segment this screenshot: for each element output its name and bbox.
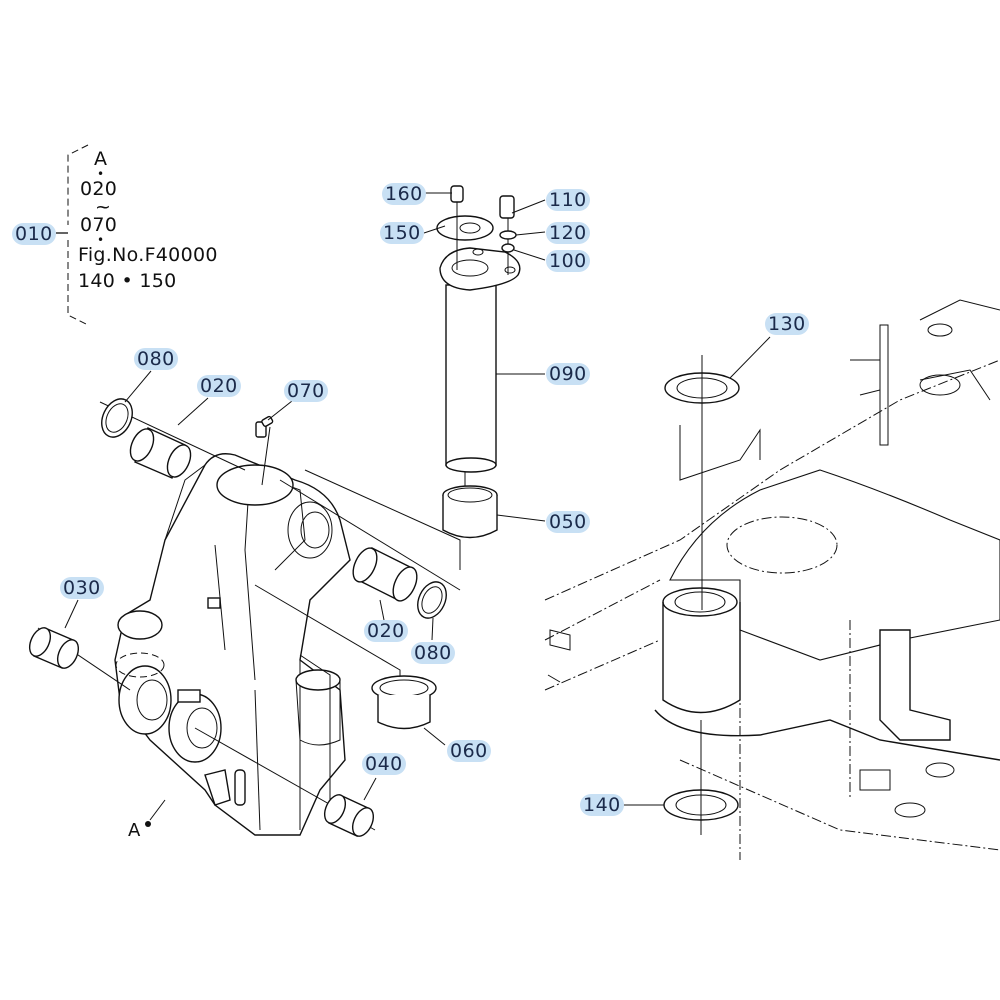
swing-bracket xyxy=(114,453,351,836)
part-160-bolt xyxy=(450,185,464,203)
note-line: ~ xyxy=(95,196,112,218)
part-120-washer xyxy=(499,230,517,240)
callout-080-lower[interactable]: 080 xyxy=(411,642,455,664)
part-080-lower xyxy=(417,581,447,619)
note-line: • xyxy=(97,167,105,181)
callout-150[interactable]: 150 xyxy=(380,222,424,244)
assembly-bracket xyxy=(56,144,89,326)
callout-110[interactable]: 110 xyxy=(546,189,590,211)
note-line: A xyxy=(94,148,108,170)
callout-060[interactable]: 060 xyxy=(447,740,491,762)
note-line: 140 • 150 xyxy=(78,270,177,292)
callout-030[interactable]: 030 xyxy=(60,577,104,599)
callout-020-lower[interactable]: 020 xyxy=(364,620,408,642)
part-100-washer xyxy=(501,243,515,253)
callout-130[interactable]: 130 xyxy=(765,313,809,335)
part-050-bushing xyxy=(442,485,498,539)
callout-100[interactable]: 100 xyxy=(546,250,590,272)
leader-lines xyxy=(64,192,771,821)
part-030-bushing xyxy=(28,627,80,669)
note-line: Fig.No.F40000 xyxy=(78,244,218,266)
assembly-note: A • 020 ~ 070 • Fig.No.F40000 140 • 150 xyxy=(78,148,228,292)
callout-040[interactable]: 040 xyxy=(362,753,406,775)
callout-120[interactable]: 120 xyxy=(546,222,590,244)
callout-070[interactable]: 070 xyxy=(284,380,328,402)
upper-frame xyxy=(544,299,1000,860)
note-line: 020 xyxy=(80,178,118,200)
part-080-upper xyxy=(101,398,133,438)
reference-point-A-label: A xyxy=(128,820,141,841)
callout-020-upper[interactable]: 020 xyxy=(197,375,241,397)
note-line: 070 xyxy=(80,214,118,236)
part-020-upper xyxy=(129,427,192,479)
part-150-plate xyxy=(436,215,494,241)
callout-090[interactable]: 090 xyxy=(546,363,590,385)
callout-140[interactable]: 140 xyxy=(580,794,624,816)
callout-050[interactable]: 050 xyxy=(546,511,590,533)
note-line: • xyxy=(97,233,105,247)
callout-160[interactable]: 160 xyxy=(382,183,426,205)
callout-010[interactable]: 010 xyxy=(12,223,56,245)
part-090-pin xyxy=(439,247,521,473)
part-060-bushing xyxy=(371,675,437,730)
part-070-grease-nipple xyxy=(255,415,274,438)
part-110-bolt xyxy=(499,195,515,219)
callout-080-upper[interactable]: 080 xyxy=(134,348,178,370)
reference-point-A-dot xyxy=(145,821,151,827)
part-040-bushing xyxy=(323,794,375,837)
part-020-lower xyxy=(352,547,418,602)
